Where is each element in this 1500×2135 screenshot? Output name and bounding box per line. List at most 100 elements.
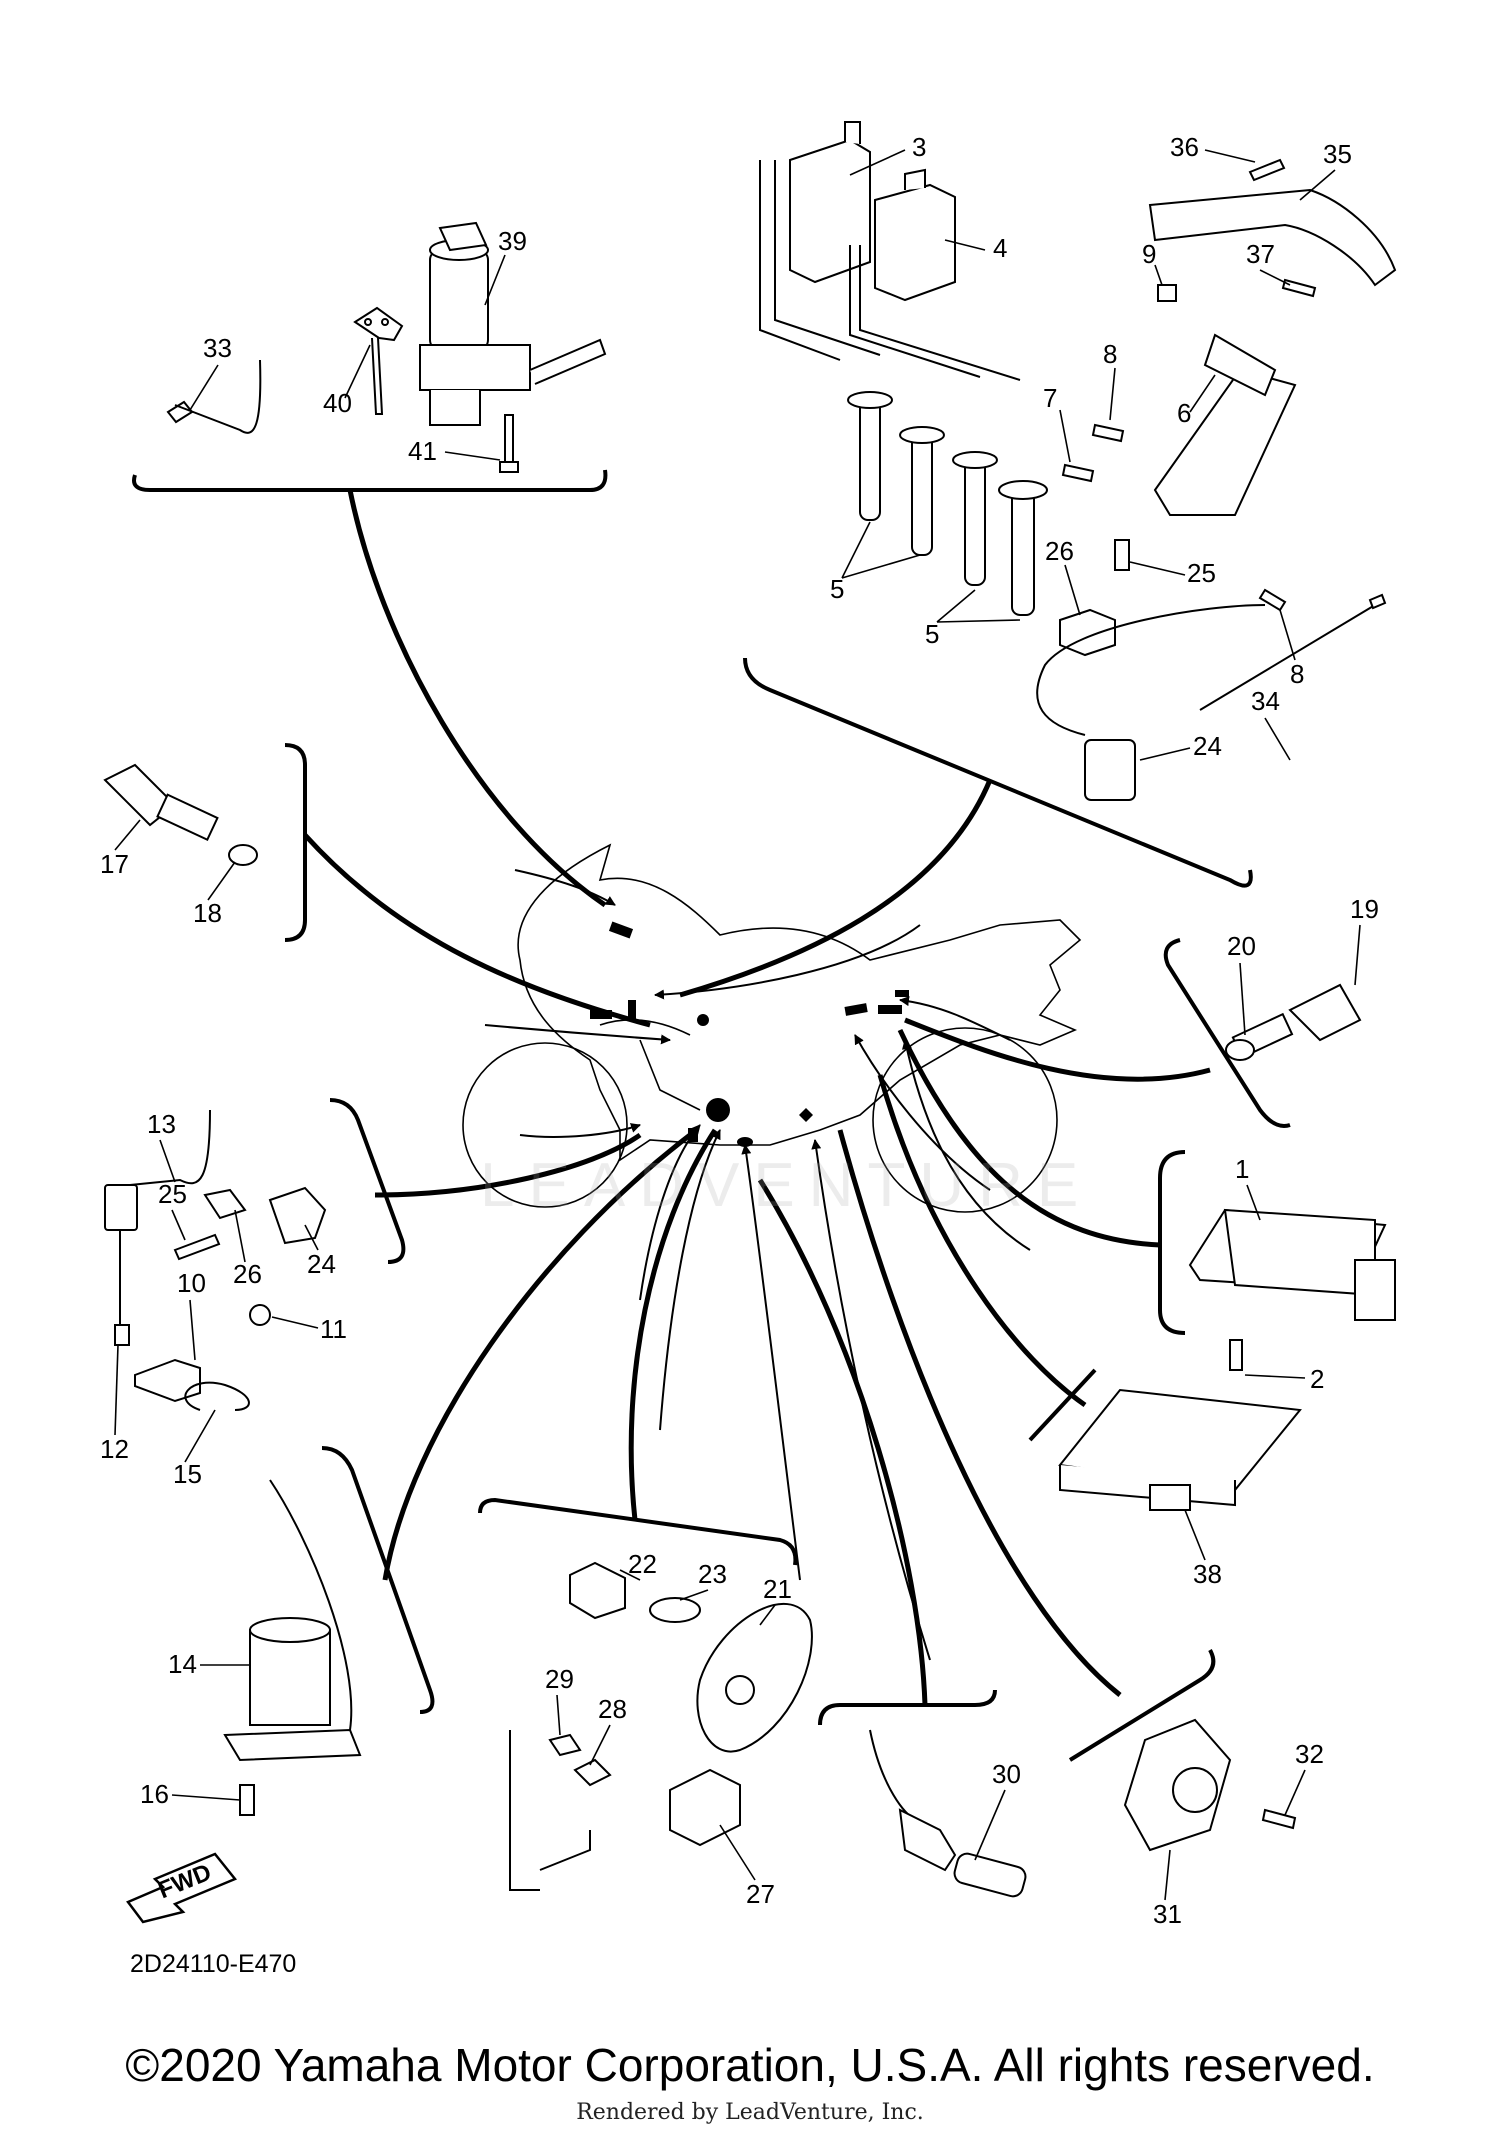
callout-labels: 33 40 39 41 3 4 36 35 9 37 8 6 7 26 25 5… [100,132,1379,1929]
callout-37: 37 [1246,239,1275,269]
part-wire-band-33 [166,359,262,434]
bolt-29 [548,1733,582,1757]
watermark: LEADVENTURE [480,1151,1093,1220]
bracket-sensors-left [329,1098,406,1264]
part-key-40 [353,306,404,415]
part-crank-pickup-group [509,1561,813,1891]
callout-38: 38 [1193,1559,1222,1589]
bolt-8-lower [1258,588,1287,612]
bolt-8-upper [1091,423,1125,443]
callout-35: 35 [1323,139,1352,169]
screw-32 [1261,1808,1297,1830]
callout-21: 21 [763,1574,792,1604]
crank-sensor-24-left [268,1186,327,1245]
callout-6: 6 [1177,398,1191,428]
location-markers [590,921,909,1147]
callout-30: 30 [992,1759,1021,1789]
bolt-36 [1248,158,1286,182]
callout-4: 4 [993,233,1007,263]
part-ignition-coil-3 [759,121,881,361]
part-main-switch-39 [419,221,607,473]
callout-22: 22 [628,1549,657,1579]
part-cover-35 [1148,188,1397,287]
callout-3: 3 [912,132,926,162]
callout-1: 1 [1235,1154,1249,1184]
callout-34: 34 [1251,686,1280,716]
part-o2-sensor-30 [869,1729,1027,1898]
part-crank-sensor-24-upper [1036,593,1387,801]
part-fasteners-top [1061,158,1317,612]
washer-11 [249,1304,271,1326]
callout-leaders [114,149,1361,1901]
callout-31: 31 [1153,1899,1182,1929]
bolt-22 [569,1561,626,1620]
callout-19: 19 [1350,894,1379,924]
callout-15: 15 [173,1459,202,1489]
clip-28 [573,1758,612,1787]
callout-24-left: 24 [307,1249,336,1279]
part-solenoid-14 [223,1479,362,1816]
plate-21 [696,1602,813,1753]
bracket-ecu [1158,1150,1186,1335]
part-ignition-coil-4 [849,168,1021,381]
sensor-10 [134,1358,201,1403]
motorcycle-silhouette [462,843,1082,1213]
part-bracket-6 [1153,333,1297,516]
part-module-38 [1058,1388,1302,1511]
callout-17: 17 [100,849,129,879]
callout-5-upper: 5 [830,574,844,604]
callout-26-left: 26 [233,1259,262,1289]
callout-14: 14 [168,1649,197,1679]
callout-8-lower: 8 [1290,659,1304,689]
leader-lines [303,489,1211,1706]
bracket-throttle-sensor [1068,1649,1216,1762]
callout-41: 41 [408,436,437,466]
bracket-ignition-coils [743,657,1253,888]
callout-32: 32 [1295,1739,1324,1769]
callout-39: 39 [498,226,527,256]
callout-29: 29 [545,1664,574,1694]
callout-9: 9 [1142,239,1156,269]
bracket-crank-pickup [478,1497,798,1566]
callout-16: 16 [140,1779,169,1809]
callout-33: 33 [203,333,232,363]
part-sensor-19 [1225,983,1362,1061]
callout-10: 10 [177,1268,206,1298]
callout-8-upper: 8 [1103,339,1117,369]
bracket-26-left [203,1188,247,1220]
fwd-arrow-icon: FWD [126,1852,238,1924]
callout-36: 36 [1170,132,1199,162]
callout-28: 28 [598,1694,627,1724]
bolt-37 [1281,278,1317,298]
callout-13: 13 [147,1109,176,1139]
callout-2: 2 [1310,1364,1324,1394]
callout-25-left: 25 [158,1179,187,1209]
part-throttle-sensor-31 [1123,1718,1297,1852]
bracket-o2-sensor [818,1689,997,1726]
nut-9 [1157,284,1177,302]
location-arrows [484,869,1031,1661]
diagram-code: 2D24110-E470 [130,1950,296,1978]
bracket-sensor-19 [1163,938,1291,1128]
callout-23: 23 [698,1559,727,1589]
clip-15 [184,1381,250,1411]
pickup-27 [669,1768,741,1847]
washer-23 [649,1597,701,1623]
bolt-7 [1061,463,1095,483]
callout-20: 20 [1227,931,1256,961]
callout-7: 7 [1043,383,1057,413]
callout-26-upper: 26 [1045,536,1074,566]
wire-band-13 [129,1109,211,1186]
callout-5-lower: 5 [925,619,939,649]
part-ecu-1 [1188,1208,1396,1371]
bracket-sensor-17 [284,743,307,942]
copyright-notice: ©2020 Yamaha Motor Corporation, U.S.A. A… [125,2039,1375,2091]
rendered-by: Rendered by LeadVenture, Inc. [576,2100,924,2125]
bolt-25-upper [1114,539,1130,571]
part-sensors-left [104,1109,327,1411]
bracket-ignition-switch [132,469,608,492]
callout-24-upper: 24 [1193,731,1222,761]
callout-27: 27 [746,1879,775,1909]
part-temp-sensor-17 [103,763,258,866]
connector-12 [104,1184,138,1231]
